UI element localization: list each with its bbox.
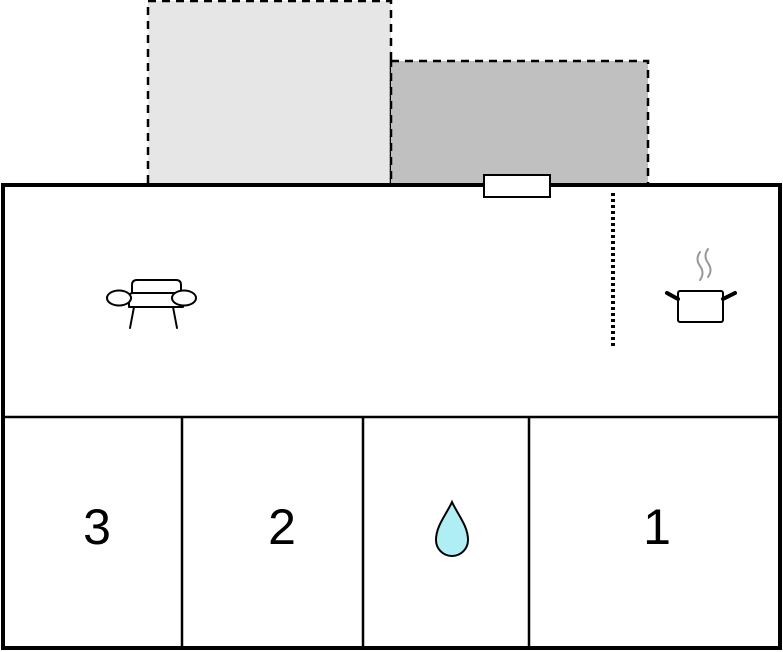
terrace-left [146, 0, 393, 187]
terrace-right [389, 59, 650, 187]
room-number-3: 3 [83, 499, 111, 555]
water-drop-icon [434, 499, 470, 557]
sofa-icon [106, 279, 197, 329]
cooking-pot-icon [665, 248, 737, 323]
window [483, 174, 551, 198]
room-number-1: 1 [643, 499, 671, 555]
room-number-2: 2 [268, 499, 296, 555]
